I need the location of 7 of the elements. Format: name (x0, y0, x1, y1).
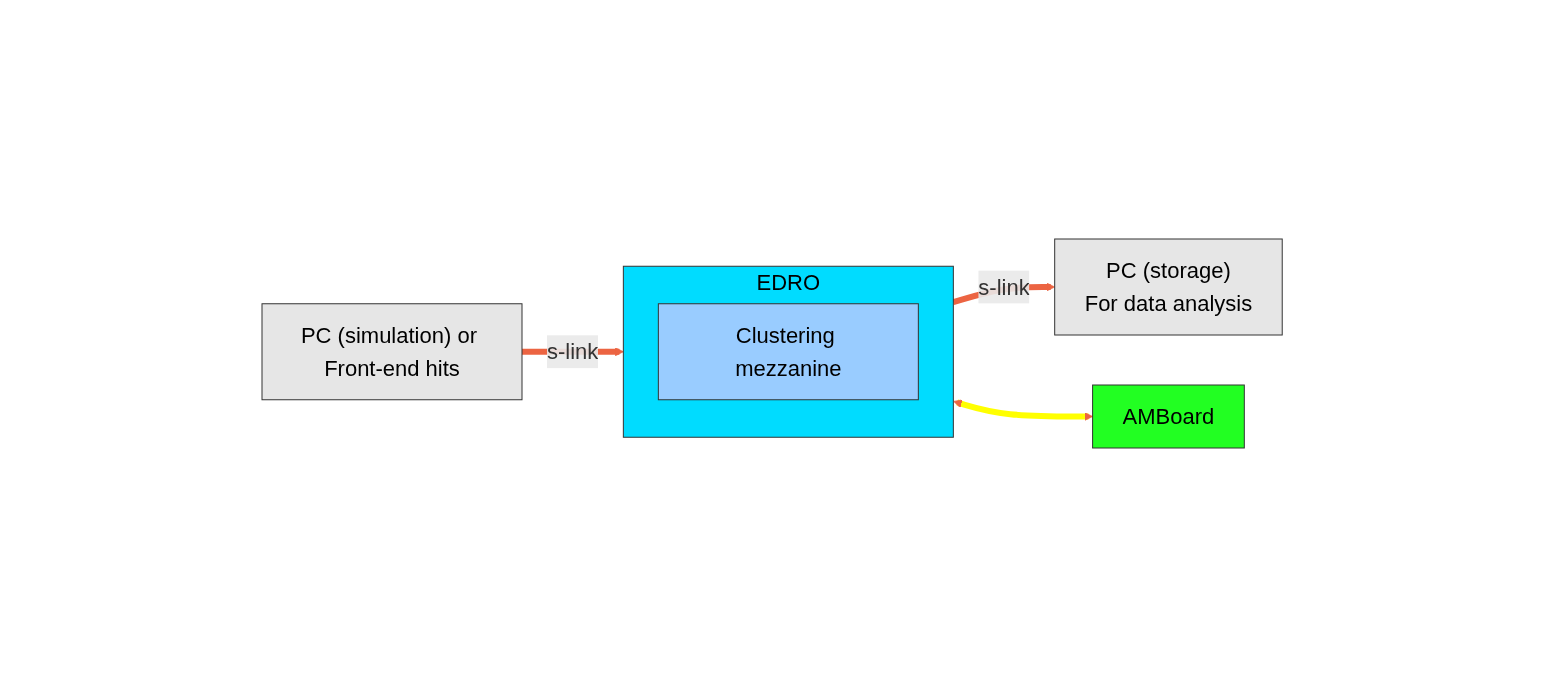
node-box: PC (storage) For data analysis (1054, 238, 1284, 335)
node-box: Clustering mezzanine (658, 302, 920, 400)
edge-label: s-link (978, 274, 1031, 299)
node-box: PC (simulation) or Front-end hits (261, 302, 523, 400)
node-box: AMBoard (1092, 384, 1246, 448)
arrow (953, 398, 1094, 421)
edge-label: s-link (547, 338, 599, 364)
